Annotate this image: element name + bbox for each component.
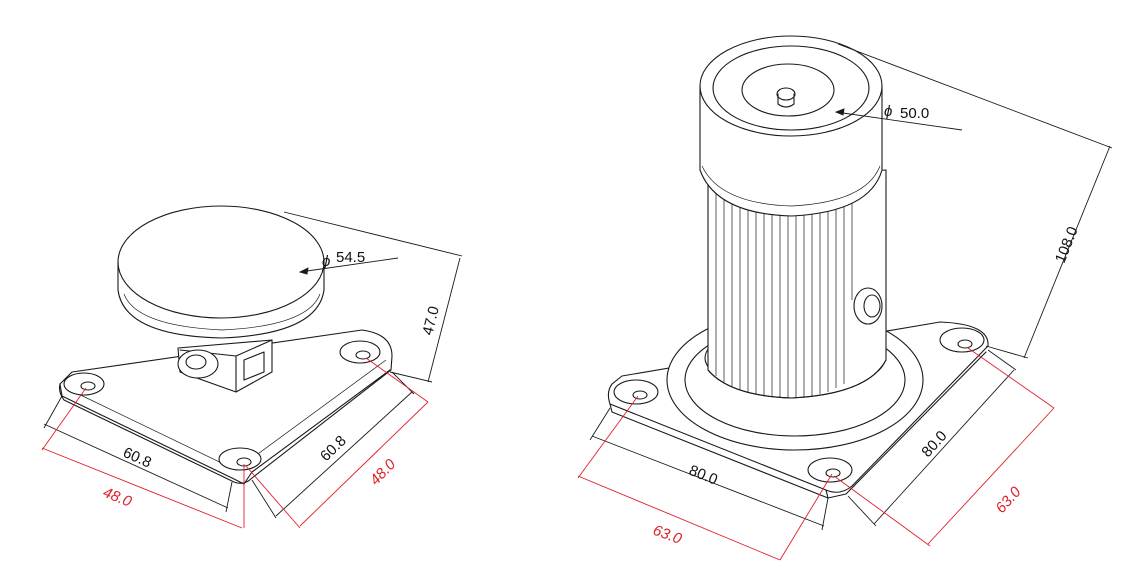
right-height-dimension: 108.0 bbox=[985, 145, 1111, 359]
right-diameter-dimension: ϕ 50.0 bbox=[834, 43, 1113, 149]
right-mounting-holes bbox=[613, 327, 985, 483]
right-door-holder: ϕ 50.0 108.0 80.0 63.0 80.0 bbox=[577, 35, 1113, 561]
right-side-hole-label: 63.0 bbox=[992, 483, 1025, 517]
left-mounting-holes bbox=[63, 340, 381, 471]
left-diameter-symbol: ϕ bbox=[322, 253, 330, 270]
right-front-width-label: 80.0 bbox=[687, 462, 720, 489]
left-front-hole-label: 48.0 bbox=[101, 484, 135, 511]
left-diameter-dimension: ϕ 54.5 bbox=[283, 211, 463, 275]
left-hinge-bracket bbox=[177, 339, 273, 393]
right-diameter-symbol: ϕ bbox=[884, 103, 892, 120]
left-diameter-label: 54.5 bbox=[336, 249, 365, 266]
right-height-label: 108.0 bbox=[1052, 224, 1082, 265]
left-door-stop: ϕ 54.5 47.0 60.8 48.0 60.8 bbox=[41, 205, 463, 529]
left-side-hole-label: 48.0 bbox=[367, 455, 400, 488]
right-side-width-label: 80.0 bbox=[918, 428, 950, 461]
right-side-button bbox=[853, 287, 883, 325]
right-top-cap bbox=[699, 35, 883, 217]
right-ribbed-body bbox=[707, 169, 887, 399]
left-height-label: 47.0 bbox=[419, 305, 443, 337]
left-front-width-label: 60.8 bbox=[120, 444, 154, 471]
left-height-dimension: 47.0 bbox=[389, 257, 461, 383]
left-side-width-label: 60.8 bbox=[317, 432, 350, 465]
right-diameter-label: 50.0 bbox=[900, 105, 929, 122]
left-mushroom-cap bbox=[117, 205, 325, 339]
right-front-hole-label: 63.0 bbox=[651, 522, 685, 548]
